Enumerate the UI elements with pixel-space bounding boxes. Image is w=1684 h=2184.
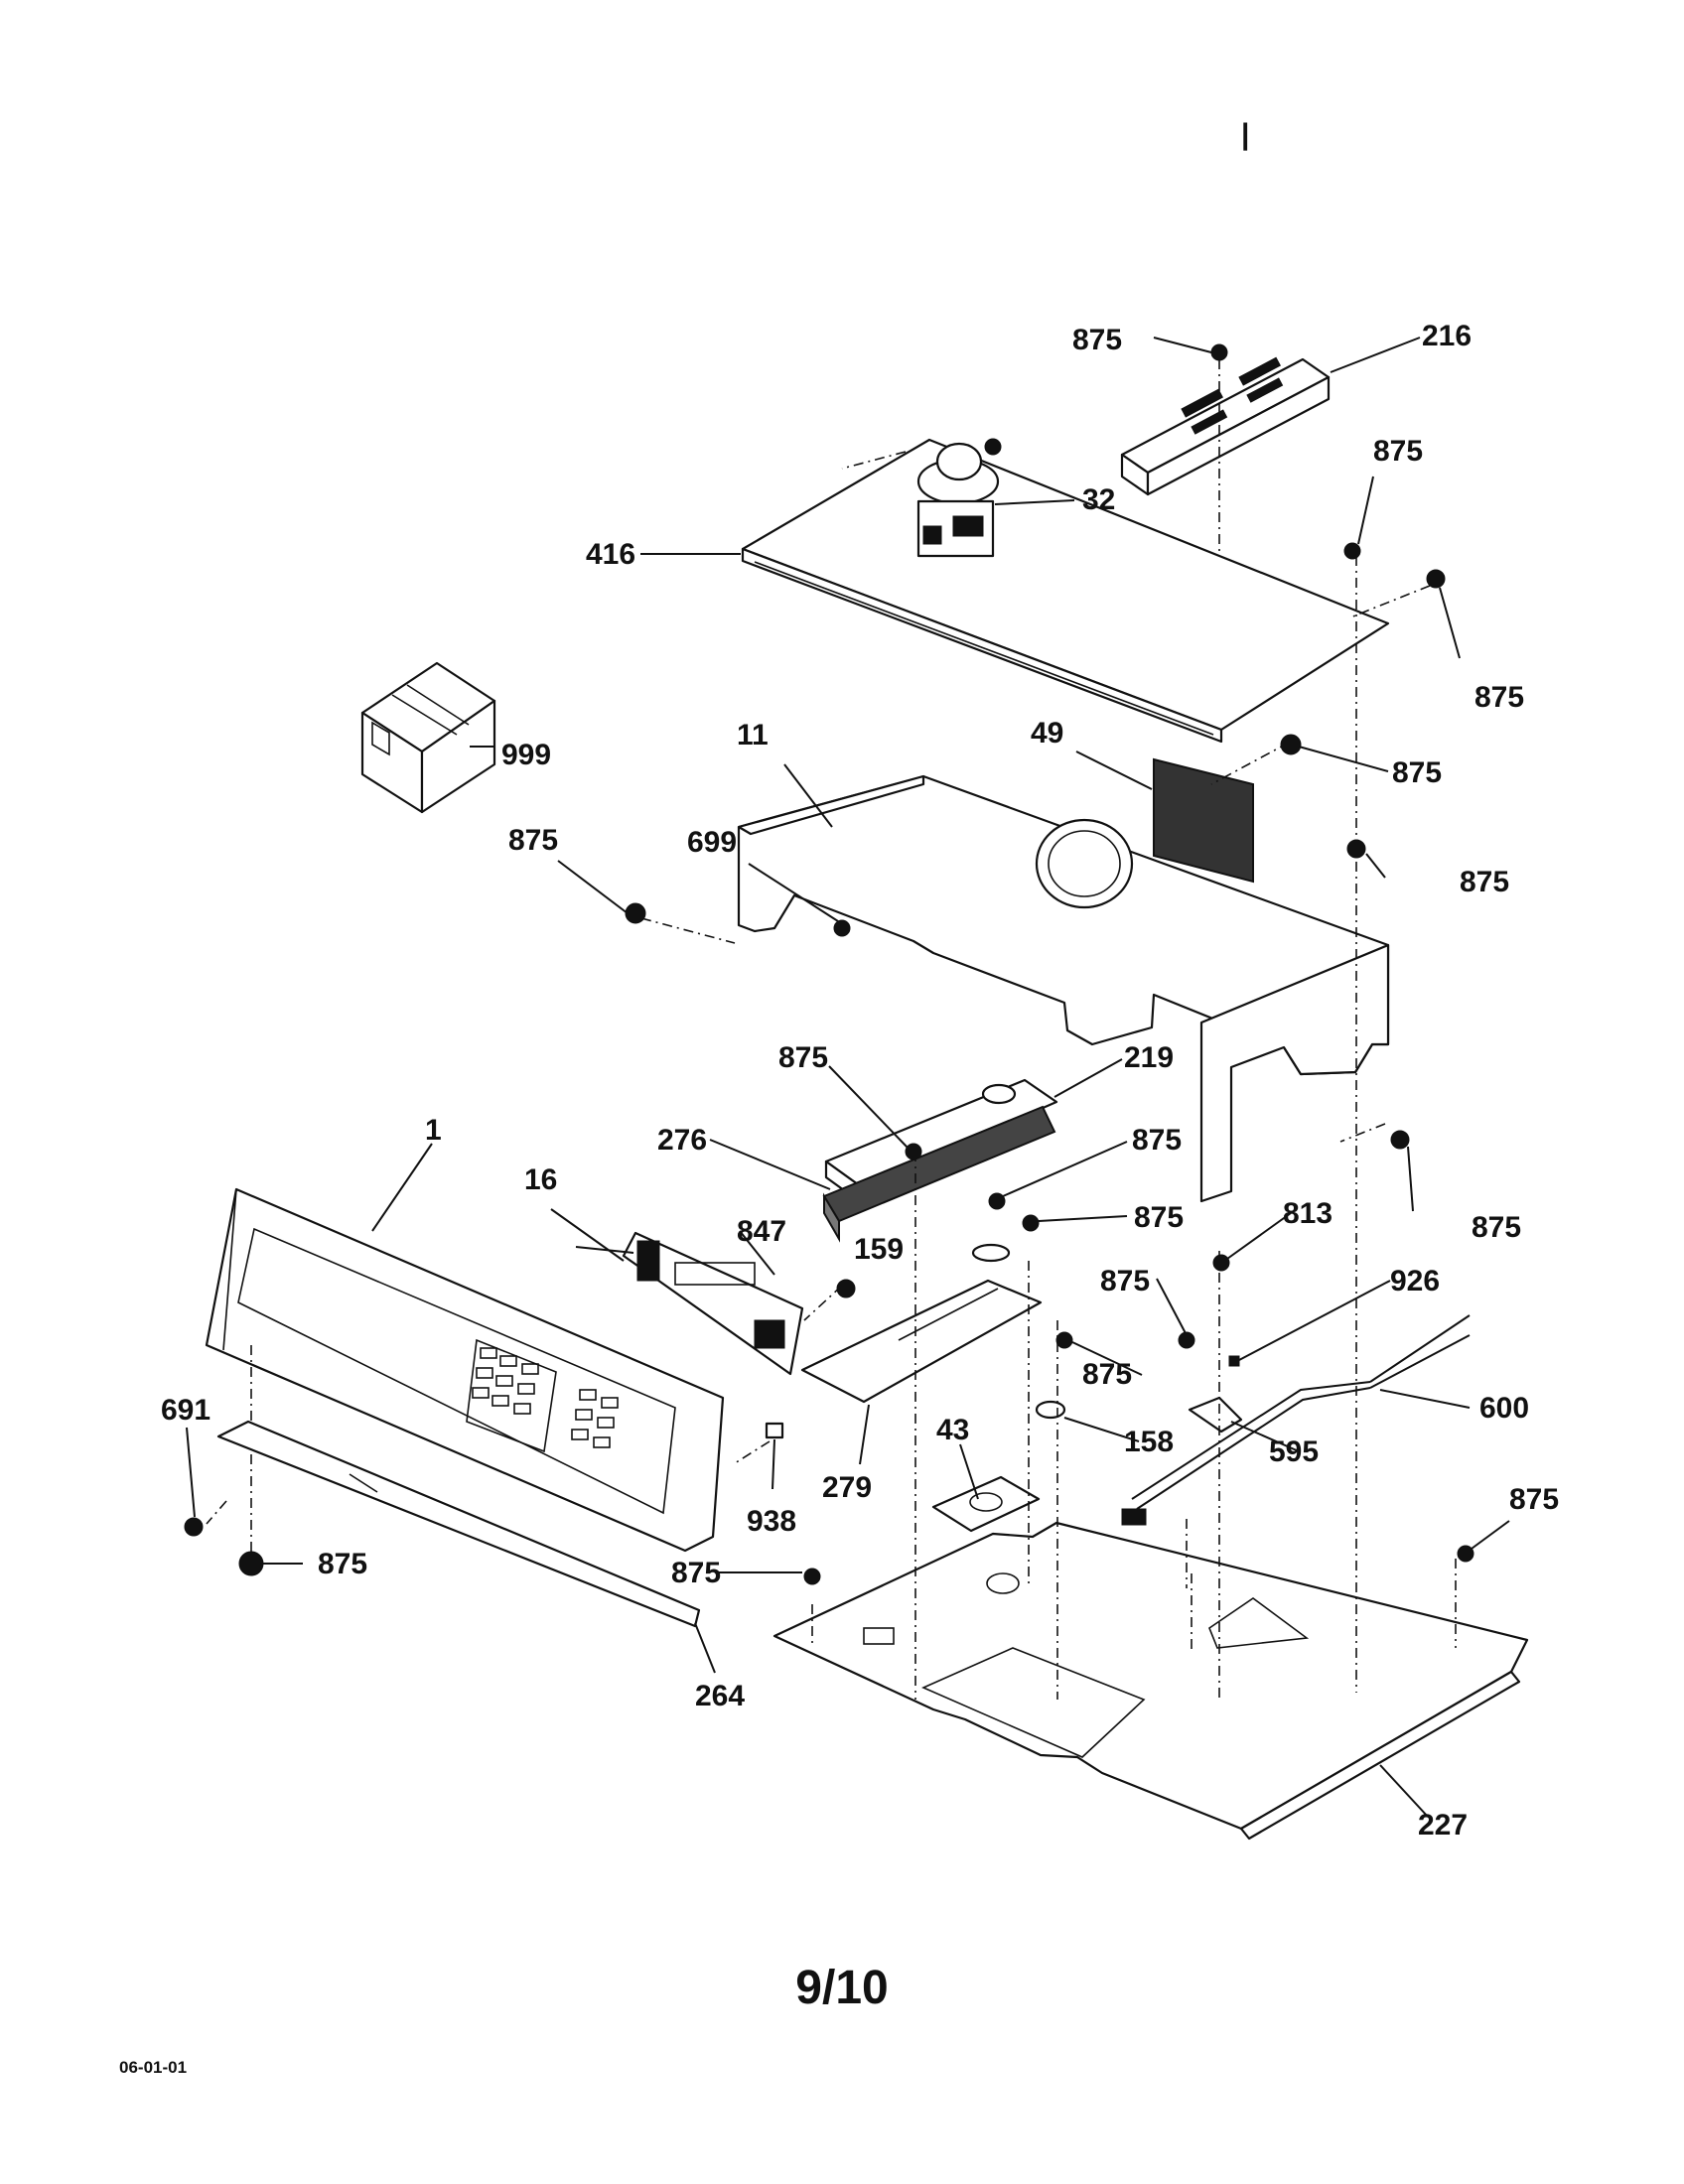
part-43-plate [931,1475,1041,1533]
callout-1: 1 [425,1114,442,1147]
callout-279: 279 [822,1471,872,1504]
part-416-top-panel [741,438,1390,744]
callout-875-mid: 875 [1100,1265,1150,1297]
callout-875-right-6: 875 [1509,1483,1559,1516]
callout-875-276: 875 [1132,1124,1182,1157]
callout-600: 600 [1479,1392,1529,1425]
callout-699: 699 [687,826,737,859]
part-600-wire-harness [1121,1314,1471,1526]
callout-875-right-4: 875 [1460,866,1509,898]
part-219-cover [824,1078,1058,1205]
callout-875-top-left: 875 [1072,324,1122,356]
callout-875-158: 875 [1082,1358,1132,1391]
callout-595: 595 [1269,1435,1319,1468]
part-926-bracket [1228,1355,1240,1367]
part-16-control-board [622,1231,804,1376]
stray-tick-mark: | [1241,118,1249,151]
callout-875-bottom: 875 [671,1557,721,1589]
callout-875-bottom-left: 875 [318,1548,367,1580]
part-999-box [360,661,496,814]
callout-159: 159 [854,1233,904,1266]
callout-416: 416 [586,538,635,571]
callout-276: 276 [657,1124,707,1157]
callout-43: 43 [936,1414,969,1446]
screw-fasteners [184,343,1474,1585]
part-595-clamp [1188,1396,1243,1433]
callout-999: 999 [501,739,551,771]
callout-813: 813 [1283,1197,1333,1230]
part-264-rail [216,1420,701,1628]
callout-227: 227 [1418,1809,1468,1842]
part-49-grille [1153,757,1254,884]
part-276-insulation [822,1105,1056,1243]
callout-875-219: 875 [778,1041,828,1074]
control-keypad [472,1347,619,1448]
part-1-control-panel [205,1187,725,1559]
callout-875-center: 875 [1134,1201,1184,1234]
callout-847: 847 [737,1215,786,1248]
callout-875-right-5: 875 [1472,1211,1521,1244]
part-279-bracket [800,1279,1043,1404]
callout-875-right-2: 875 [1474,681,1524,714]
callout-691: 691 [161,1394,210,1427]
callout-938: 938 [747,1505,796,1538]
callout-219: 219 [1124,1041,1174,1074]
part-938-clip [765,1422,784,1439]
part-227-base-plate [772,1521,1529,1841]
callout-875-left: 875 [508,824,558,857]
part-159-sensor [971,1243,1011,1263]
part-158-sensor [1035,1400,1066,1420]
callout-49: 49 [1031,717,1063,750]
callout-216: 216 [1422,320,1472,352]
callout-264: 264 [695,1680,745,1712]
part-216-vent-cover [1120,356,1331,496]
leader-lines [186,337,1510,1818]
callout-875-right-1: 875 [1373,435,1423,468]
date-code: 06-01-01 [119,2058,188,2077]
callout-labels: 875 216 875 416 875 999 11 49 875 875 69… [161,320,1559,1842]
part-11-housing [737,774,1390,1203]
part-32-fan-motor [916,438,1002,558]
callout-875-right-3: 875 [1392,756,1442,789]
callout-158: 158 [1124,1426,1174,1458]
alignment-lines [206,359,1457,1700]
callout-11: 11 [737,719,769,751]
callout-16: 16 [524,1163,557,1196]
callout-32: 32 [1082,483,1115,516]
callout-926: 926 [1390,1265,1440,1297]
page-number: 9/10 [795,1962,889,2014]
